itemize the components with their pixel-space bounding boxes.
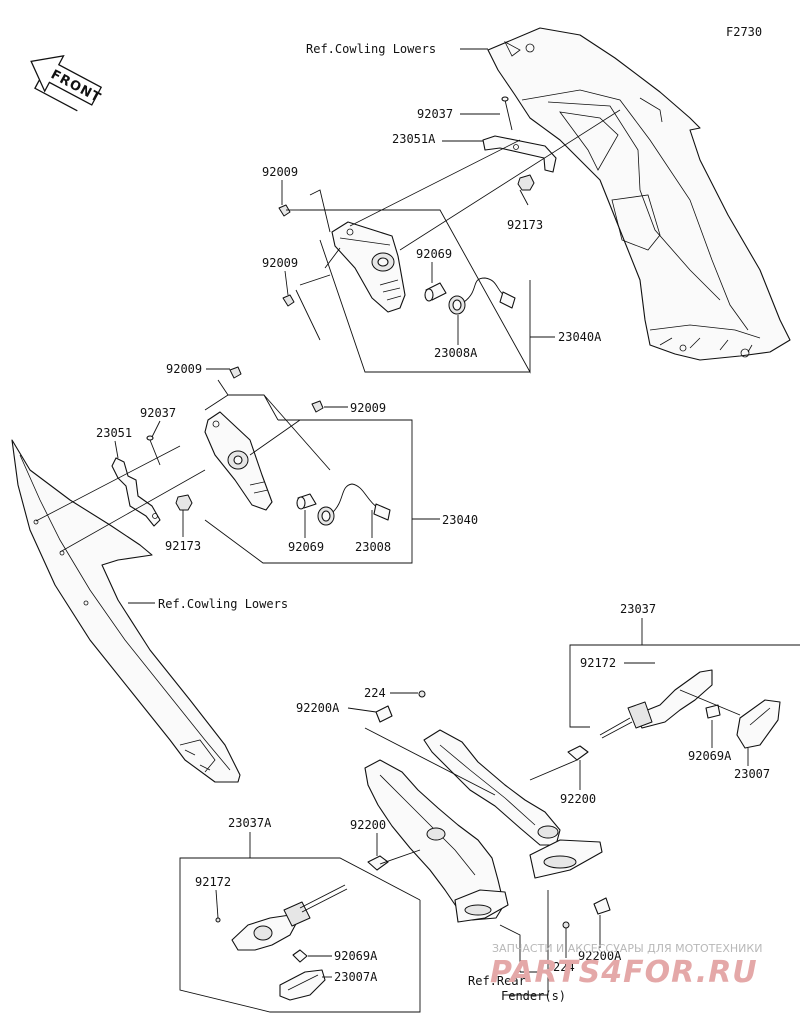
rear-stay-left [364,759,509,923]
ref-cowling-lowers-top: Ref.Cowling Lowers [306,42,436,56]
label-92200A-top: 92200A [296,701,340,715]
label-92069-l: 92069 [288,540,324,554]
turn-signal-front-left [204,411,273,511]
nut-92173-right [517,174,535,191]
label-23008A: 23008A [434,346,478,360]
turn-signal-rear-left [231,884,348,1001]
label-92037-r: 92037 [417,107,453,121]
label-23037: 23037 [620,602,656,616]
socket-23008A [448,277,516,315]
clip-92200A-bottom [593,897,611,915]
label-23051: 23051 [96,426,132,440]
label-92200-l: 92200 [350,818,386,832]
label-23007: 23007 [734,767,770,781]
bolt-92037-right [501,96,513,131]
ref-rear-fender-2: Fender(s) [501,989,566,1003]
label-92173-r: 92173 [507,218,543,232]
label-92009-r-a: 92009 [262,165,298,179]
watermark-tagline: ЗАПЧАСТИ И АКСЕССУАРЫ ДЛЯ МОТОТЕХНИКИ [492,942,762,955]
bolt-92009-right-a [278,204,300,217]
label-92069A-l: 92069A [334,949,378,963]
bulb-92069-left [296,493,317,510]
label-92069A-r: 92069A [688,749,732,763]
turn-signal-rear-right [599,669,781,749]
label-92173-l: 92173 [165,539,201,553]
label-23040A: 23040A [558,330,602,344]
label-224-top: 224 [364,686,386,700]
label-23007A: 23007A [334,970,378,984]
label-23040: 23040 [442,513,478,527]
label-92009-l-b: 92009 [350,401,386,415]
bracket-23051A [482,135,557,173]
label-224-bottom: 224 [553,960,575,974]
figure-code: F2730 [726,25,762,39]
washer-92200-left [367,855,389,871]
clip-92200A-top [375,705,393,723]
screw-224-bottom [562,921,570,929]
watermark-brand: PARTS4FOR.RU [490,955,758,990]
label-92009-r-b: 92009 [262,256,298,270]
cowling-lower-right [487,27,791,361]
socket-23008 [317,483,391,526]
label-92069-r: 92069 [416,247,452,261]
label-23008: 23008 [355,540,391,554]
screw-224-top [418,690,426,698]
front-arrow-icon: FRONT [30,55,103,112]
label-92037-l: 92037 [140,406,176,420]
label-92009-l-a: 92009 [166,362,202,376]
ref-cowling-lowers-left: Ref.Cowling Lowers [158,597,288,611]
label-23037A: 23037A [228,816,272,830]
ref-rear-fender-1: Ref.Rear [468,974,526,988]
bolt-92009-left-b [311,400,324,413]
bolt-92009-left-a [229,366,242,379]
bracket-23051 [111,457,161,527]
cowling-lower-left [11,439,241,783]
bulb-92069-right [424,282,447,302]
label-92200-r: 92200 [560,792,596,806]
turn-signal-front-right [331,221,406,313]
nut-92173-left [175,494,193,511]
bolt-92009-right-b [282,294,295,307]
rear-stay-right [423,729,603,879]
label-23051A: 23051A [392,132,436,146]
label-92200A-bottom: 92200A [578,949,622,963]
label-92172-r: 92172 [580,656,616,670]
bolt-92037-left [146,435,161,466]
label-92172-l: 92172 [195,875,231,889]
washer-92200-right [567,745,589,761]
